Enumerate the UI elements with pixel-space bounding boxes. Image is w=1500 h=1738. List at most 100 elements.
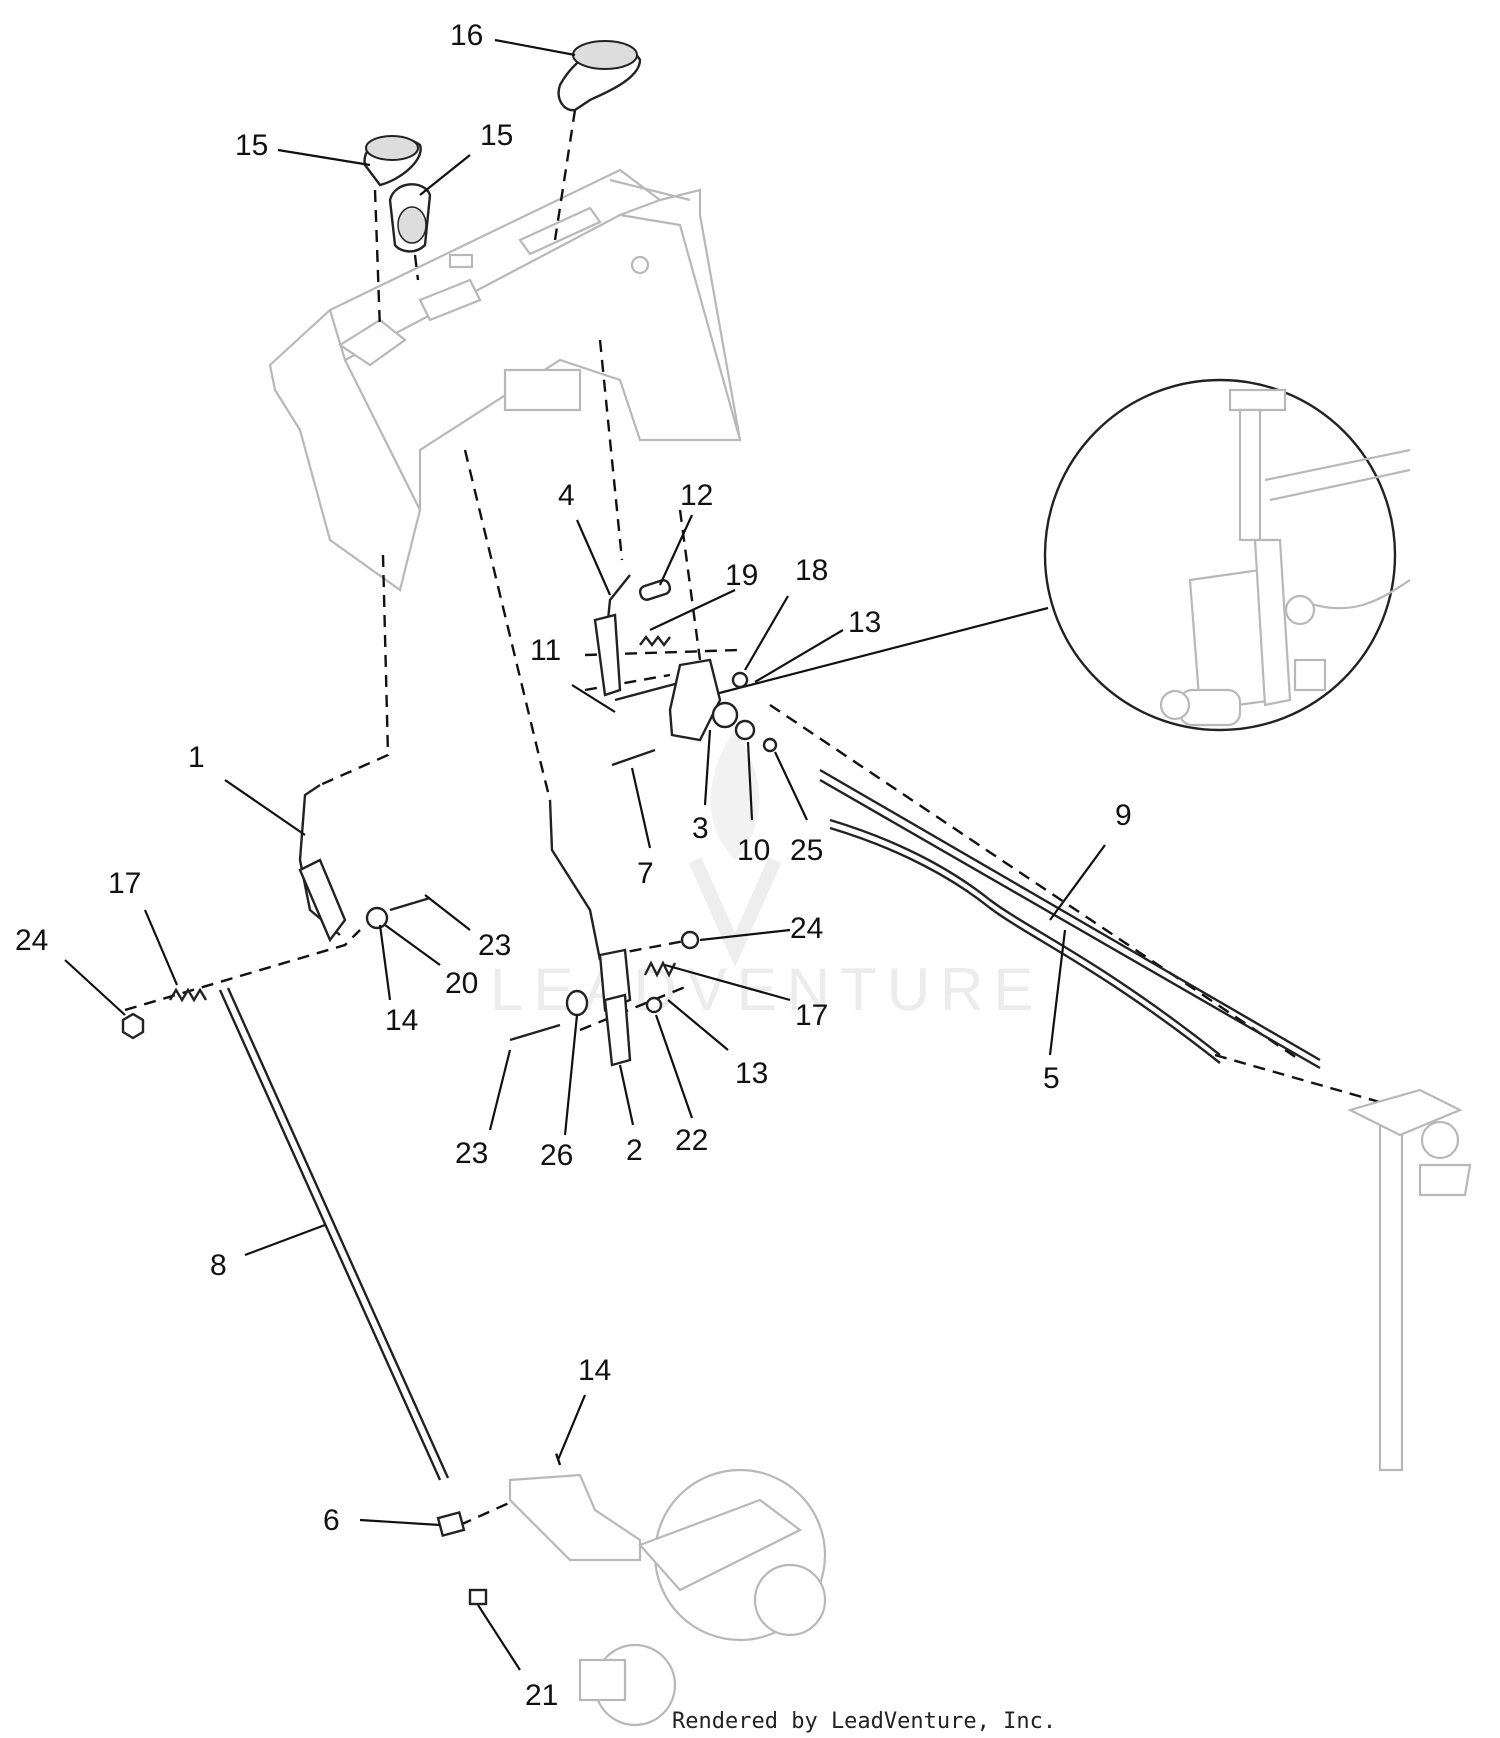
part-24b-nut (680, 930, 700, 950)
panel-lever-slot (518, 206, 602, 256)
callout-14b: 14 (578, 1354, 611, 1387)
footer-credit: Rendered by LeadVenture, Inc. (672, 1709, 1056, 1734)
leader-6 (359, 1518, 441, 1527)
callout-10: 10 (737, 834, 770, 867)
callout-7: 7 (637, 857, 654, 890)
part-22-washer (645, 996, 663, 1014)
leader-14b (556, 1394, 587, 1461)
callout-19: 19 (725, 559, 758, 592)
part-9-cable (819, 768, 1321, 1070)
leader-3 (703, 729, 712, 806)
callout-18: 18 (795, 554, 828, 587)
leader-18 (744, 595, 789, 671)
callout-16: 16 (450, 19, 483, 52)
callout-14a: 14 (385, 1004, 418, 1037)
callout-12: 12 (680, 479, 713, 512)
handle-panel (268, 168, 742, 592)
gearbox-assembly (508, 1468, 827, 1727)
callout-13a: 13 (848, 606, 881, 639)
part-1-lever (298, 784, 347, 943)
leader-20 (384, 924, 441, 966)
part-17a-spring (168, 987, 208, 1003)
leader-8 (244, 1223, 326, 1257)
leader-2 (618, 1064, 635, 1126)
part-3-bracket (668, 658, 739, 742)
leader-15a (277, 148, 371, 167)
leader-19 (649, 589, 736, 631)
knob-15a (363, 135, 422, 187)
assembly-lines (124, 109, 1391, 1527)
leader-25 (774, 751, 808, 821)
leader-10 (746, 741, 754, 821)
knob-15b (388, 183, 432, 253)
callout-20: 20 (445, 967, 478, 1000)
shaft-assembly (1346, 1088, 1472, 1472)
callout-2: 2 (626, 1134, 643, 1167)
callout-4: 4 (558, 479, 575, 512)
leader-22 (654, 1014, 694, 1119)
leader-4 (575, 519, 612, 596)
detail-circle (1043, 378, 1397, 732)
callout-25: 25 (790, 834, 823, 867)
callout-5: 5 (1043, 1062, 1060, 1095)
leader-24b (699, 928, 791, 942)
part-12-pin (638, 579, 672, 601)
callout-21: 21 (525, 1679, 558, 1712)
part-20-washer (365, 906, 389, 930)
callout-13b: 13 (735, 1057, 768, 1090)
part-24a-nut (121, 1012, 145, 1040)
leader-5 (1048, 929, 1067, 1056)
part-26-washer (565, 989, 589, 1017)
callout-15b: 15 (480, 119, 513, 152)
part-8-rod (218, 987, 450, 1481)
leader-23a (424, 894, 471, 931)
leader-24a (64, 959, 126, 1016)
leader-9 (1049, 844, 1106, 921)
part-2-lever (548, 799, 632, 1067)
callout-8: 8 (210, 1249, 227, 1282)
callout-17a: 17 (108, 867, 141, 900)
part-7-pin (611, 748, 656, 767)
callout-24a: 24 (15, 924, 48, 957)
callout-22: 22 (675, 1124, 708, 1157)
leader-17a (143, 909, 179, 986)
part-4-arm (593, 574, 631, 697)
leader-23b (488, 1049, 512, 1131)
watermark: LEADVENTURE (490, 730, 1033, 1023)
leader-7 (630, 767, 652, 849)
part-5-cable (829, 818, 1221, 1064)
leader-13a (754, 629, 844, 683)
callout-9: 9 (1115, 799, 1132, 832)
leader-16 (494, 38, 576, 57)
panel-slot (448, 253, 474, 269)
leader-17b (664, 963, 791, 1002)
leader-15b (419, 154, 471, 196)
part-19-spring (639, 635, 671, 647)
detail-inset (699, 378, 1411, 732)
part-10-washer (734, 719, 756, 741)
callouts: 16 15 15 4 12 19 18 13 11 1 3 10 25 7 9 … (15, 19, 1132, 1712)
callout-23a: 23 (478, 929, 511, 962)
part-6-block (436, 1510, 466, 1538)
part-23a-pin (389, 896, 431, 912)
callout-26: 26 (540, 1139, 573, 1172)
leader-13b (667, 999, 729, 1051)
part-21-nut (468, 1588, 488, 1606)
callout-1: 1 (188, 741, 205, 774)
panel-plate (503, 368, 582, 412)
leader-26 (563, 1014, 579, 1136)
callout-3: 3 (692, 812, 709, 845)
part-17b-spring (643, 960, 677, 978)
leader-11 (571, 684, 616, 713)
callout-11: 11 (530, 634, 561, 667)
leader-14a (378, 924, 392, 1001)
detail-leader (699, 606, 1049, 700)
callout-17b: 17 (795, 999, 828, 1032)
callout-24b: 24 (790, 912, 823, 945)
knob-16 (557, 40, 642, 112)
part-23b-bolt (509, 1023, 561, 1042)
part-11-pin (614, 682, 676, 702)
panel-left-slot (337, 318, 407, 367)
leader-1 (224, 779, 306, 836)
